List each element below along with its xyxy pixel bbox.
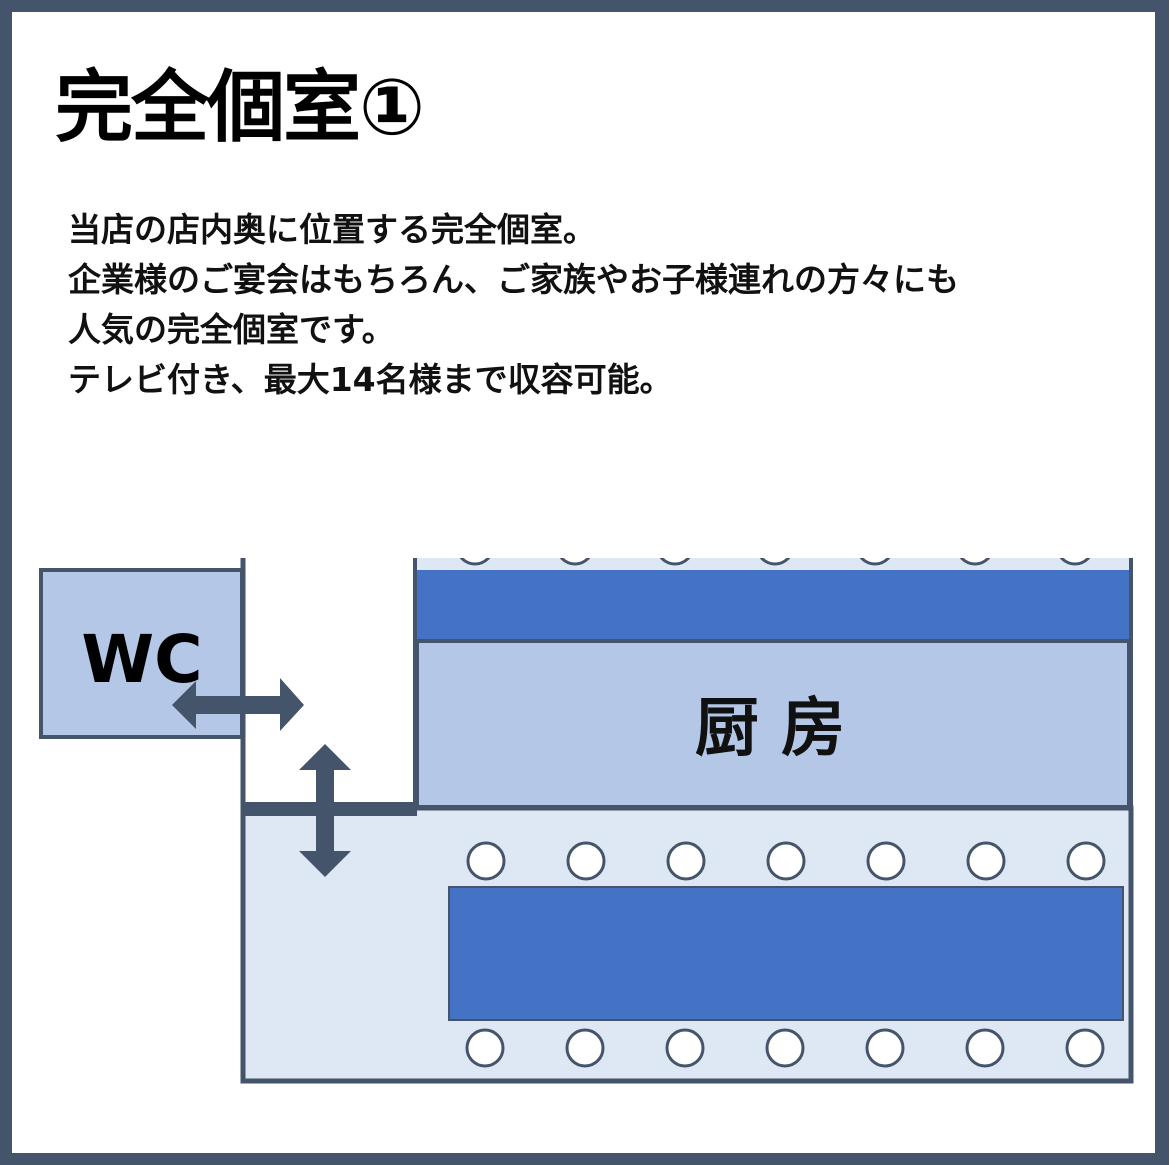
- description-line: 企業様のご宴会はもちろん、ご家族やお子様連れの方々にも: [68, 260, 959, 299]
- seat: [965, 1028, 1005, 1068]
- upper-table: [417, 570, 1129, 640]
- seat: [459, 558, 491, 566]
- room-table: [448, 886, 1124, 1021]
- seat: [865, 1028, 905, 1068]
- seat: [1066, 841, 1106, 881]
- seat: [959, 558, 991, 566]
- page-title: 完全個室①: [55, 63, 425, 153]
- kitchen-label: 厨 房: [695, 692, 845, 766]
- seat: [1065, 1028, 1105, 1068]
- wc-label: WC: [81, 621, 202, 698]
- seat: [666, 841, 706, 881]
- seat: [665, 1028, 705, 1068]
- seat: [466, 841, 506, 881]
- kitchen: [415, 639, 1131, 809]
- double-arrow-horizontal-icon: [172, 678, 304, 731]
- description-line: テレビ付き、最大14名様まで収容可能。: [68, 360, 673, 399]
- seat: [565, 1028, 605, 1068]
- description-line: 当店の店内奥に位置する完全個室。: [68, 210, 596, 249]
- seat: [966, 841, 1006, 881]
- description-line: 人気の完全個室です。: [68, 310, 395, 349]
- seat: [566, 841, 606, 881]
- seat: [659, 558, 691, 566]
- double-arrow-vertical-icon: [299, 744, 351, 877]
- seat: [866, 841, 906, 881]
- seat: [859, 558, 891, 566]
- seat: [1059, 558, 1091, 566]
- seat: [559, 558, 591, 566]
- seat: [766, 841, 806, 881]
- seat: [465, 1028, 505, 1068]
- seat: [765, 1028, 805, 1068]
- seat: [759, 558, 791, 566]
